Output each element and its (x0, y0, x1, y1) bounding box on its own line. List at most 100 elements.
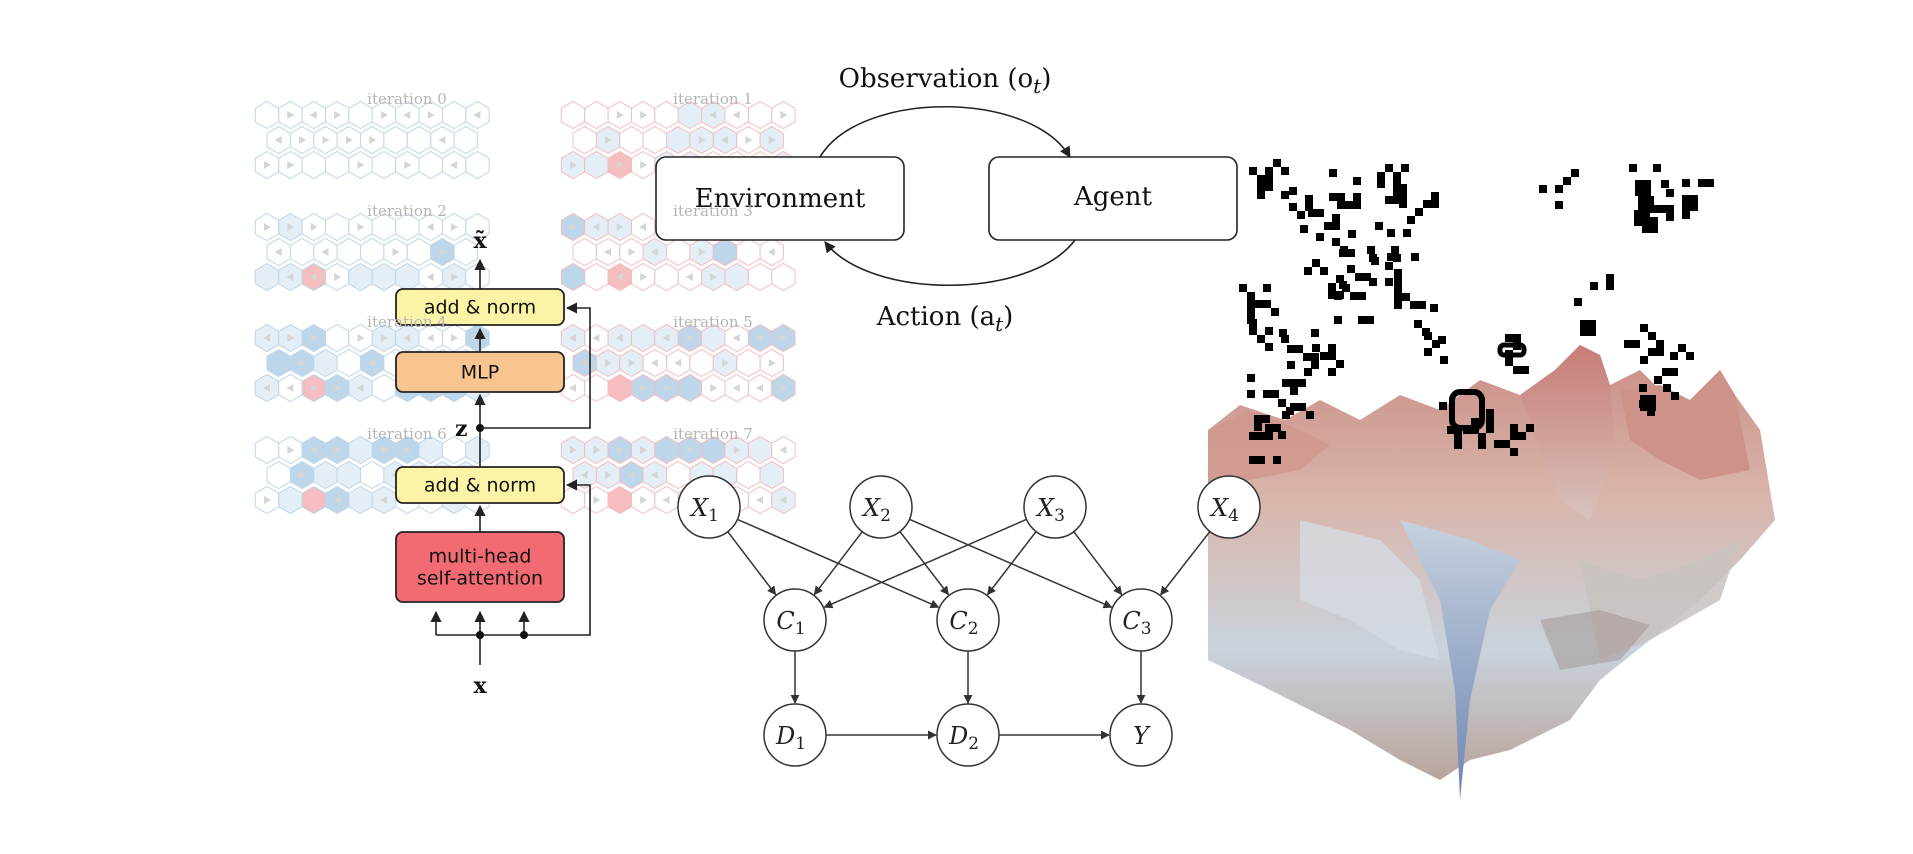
node-label-X1: X1 (689, 494, 719, 526)
pixel-cell (1353, 201, 1361, 209)
pixel-cell (1706, 179, 1714, 187)
hex-cell (418, 150, 443, 180)
iteration-label: iteration 6 (367, 425, 447, 443)
hex-arrow (780, 384, 788, 392)
pixel-cell (1337, 193, 1345, 201)
pixel-cell (1385, 196, 1393, 204)
pixel-cell (1394, 277, 1402, 285)
pixel-cell (1312, 344, 1320, 352)
pixel-cell (1255, 300, 1263, 308)
pixel-cell (1430, 304, 1438, 312)
pixel-cell (1271, 390, 1279, 398)
pixel-cell (1273, 456, 1281, 464)
node-label-X3: X3 (1035, 494, 1065, 526)
pixel-cell (1471, 418, 1479, 426)
hex-cell (607, 373, 632, 403)
pixel-cell (1391, 246, 1399, 254)
pixel-cell (1339, 249, 1347, 257)
pixel-cell (1332, 214, 1340, 222)
hex-arrow (605, 471, 613, 479)
pixel-cell (1385, 278, 1393, 286)
hex-arrow (768, 136, 776, 144)
hex-arrow (650, 471, 658, 479)
pixel-cell (1424, 348, 1432, 356)
hex-arrow (615, 273, 623, 281)
pixel-cell (1454, 441, 1462, 449)
hex-cell (465, 262, 490, 292)
hex-arrow (640, 384, 648, 392)
hex-arrow (698, 248, 706, 256)
hex-cell (371, 373, 397, 403)
pixel-cell (1306, 411, 1314, 419)
hex-arrow (733, 446, 741, 454)
hex-arrow (593, 446, 601, 454)
pixel-cell (1334, 316, 1342, 324)
hex-arrow (357, 334, 365, 342)
hex-arrow (616, 223, 624, 231)
hex-arrow (264, 496, 271, 504)
hex-arrow (357, 161, 365, 169)
output-label: x̃ (473, 228, 487, 254)
hex-cell (371, 262, 397, 292)
pixel-cell (1249, 167, 1257, 175)
pixel-cell (1311, 353, 1319, 361)
hex-arrow (640, 161, 648, 169)
hex-arrow (640, 446, 648, 454)
hex-arrow (264, 161, 271, 169)
hex-arrow (616, 111, 624, 119)
pixel-cell (1328, 352, 1336, 360)
hex-arrow (451, 223, 459, 231)
pixel-cell (1518, 432, 1526, 440)
hex-arrow (299, 136, 307, 144)
node-C3 (1109, 588, 1173, 652)
hex-cell (348, 262, 373, 292)
hex-cell (771, 262, 796, 292)
pixel-cell (1316, 209, 1324, 217)
pixel-cell (1334, 292, 1342, 300)
hex-arrow (404, 161, 412, 169)
pixel-cell (1682, 195, 1690, 203)
hex-arrow (662, 496, 670, 504)
pixel-cell (1423, 200, 1431, 208)
hex-arrow (569, 334, 576, 342)
hex-arrow (686, 334, 694, 342)
hex-arrow (732, 384, 740, 392)
hex-arrow (745, 136, 753, 144)
pixel-cell (1305, 195, 1313, 203)
hex-arrow (287, 111, 295, 119)
pixel-cell (1308, 209, 1316, 217)
pixel-cell (1690, 195, 1698, 203)
hex-arrow (264, 223, 271, 231)
pixel-cell (1606, 282, 1614, 290)
pixel-cell (1571, 169, 1579, 177)
node-X2 (849, 475, 913, 539)
hex-cell (584, 373, 609, 403)
pixel-cell (1662, 368, 1670, 376)
edge-X2-C1 (813, 531, 863, 596)
pixel-cell (1249, 432, 1257, 440)
hex-cell (584, 150, 609, 180)
pixel-cell (1394, 269, 1402, 277)
pixel-cell (1606, 274, 1614, 282)
hex-cell (266, 348, 291, 378)
pixel-cell (1249, 327, 1257, 335)
hex-arrow (310, 223, 318, 231)
hex-arrow (640, 273, 648, 281)
hex-cell (325, 323, 350, 353)
pixel-cell (1647, 408, 1655, 416)
hex-arrow (310, 334, 318, 342)
hex-arrow (767, 248, 775, 256)
pixel-cell (1281, 191, 1289, 199)
pixel-ring (1497, 342, 1527, 358)
hex-arrow (263, 334, 270, 342)
hex-cell (406, 237, 432, 267)
hex-cell (666, 460, 691, 490)
hex-cell (325, 212, 350, 242)
hex-arrow (650, 359, 658, 367)
pixel-cell (1590, 282, 1598, 290)
pixel-cell (1358, 316, 1366, 324)
pixel-cell (1418, 301, 1426, 309)
hex-arrow (580, 471, 588, 479)
add-norm-bottom-label: add & norm (424, 475, 536, 497)
hex-cell (736, 237, 761, 267)
